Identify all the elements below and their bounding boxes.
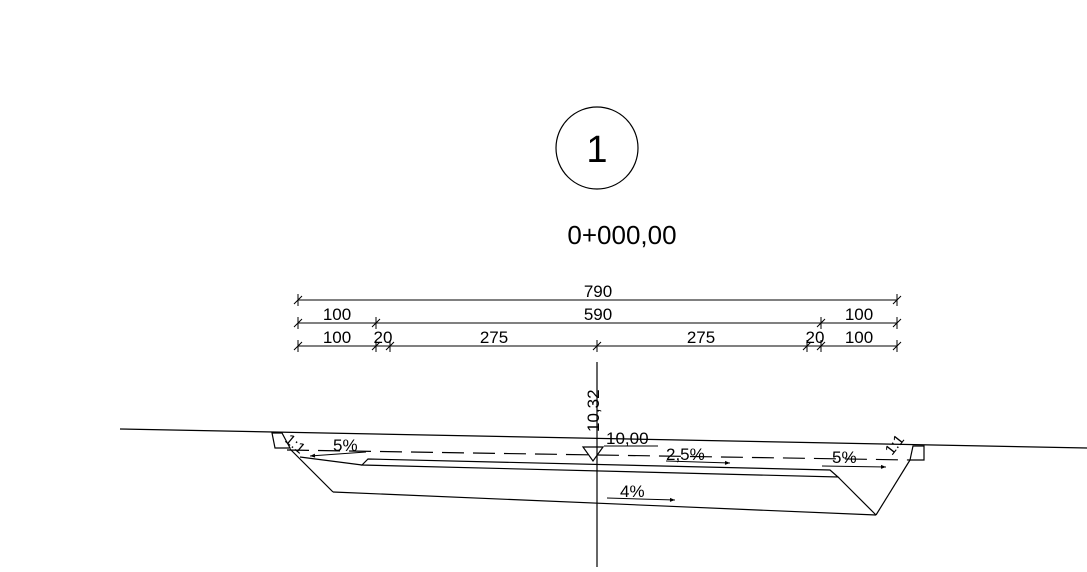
right-lane-slope-label: 2,5% <box>666 445 705 464</box>
dim-right-edge: 20 <box>806 328 825 347</box>
left-shoulder-edge <box>271 432 291 449</box>
subgrade-slope-label: 4% <box>620 482 645 501</box>
right-shoulder-edge <box>909 445 925 461</box>
dim-left-shoulder-row3: 100 <box>323 328 351 347</box>
dimension-chain: 790 100 590 100 100 20 275 275 20 100 <box>293 282 902 352</box>
section-circle <box>555 106 639 190</box>
dim-left-edge: 20 <box>374 328 393 347</box>
right-shoulder-slope-label: 5% <box>832 448 857 467</box>
section-number-marker: 1 <box>555 106 639 190</box>
elevation-triangle-icon <box>581 446 605 463</box>
left-embankment-slope <box>289 448 334 493</box>
dim-total-width: 790 <box>584 282 612 301</box>
left-shoulder-slope-label: 5% <box>333 436 358 455</box>
right-embankment-slope <box>875 459 911 516</box>
terrain-line <box>119 428 1087 449</box>
right-embankment-ratio: 1:1 <box>882 432 908 459</box>
section-number: 1 <box>586 129 607 171</box>
dim-right-lane: 275 <box>687 328 715 347</box>
axis-elevation-label: 10,00 <box>606 429 649 448</box>
station-label: 0+000,00 <box>567 220 676 250</box>
dim-right-shoulder-row3: 100 <box>845 328 873 347</box>
right-shoulder-slope-arrow <box>821 464 887 469</box>
left-shoulder-surface <box>299 456 363 466</box>
right-lane-slope-arrow <box>665 460 731 465</box>
pavement-layer <box>360 458 840 478</box>
dimension-ticks <box>293 294 902 352</box>
subgrade-line <box>332 491 877 516</box>
road-cross-section <box>271 432 925 516</box>
right-pavement-edge <box>837 476 877 516</box>
dim-left-shoulder-row2: 100 <box>323 305 351 324</box>
dim-carriageway: 590 <box>584 305 612 324</box>
subgrade-slope-arrow <box>606 497 676 502</box>
left-embankment-ratio: 1:1 <box>281 431 308 457</box>
dim-right-shoulder-row2: 100 <box>845 305 873 324</box>
design-grade-line <box>286 449 911 461</box>
dim-left-lane: 275 <box>480 328 508 347</box>
height-difference-label: 10,32 <box>584 389 603 432</box>
left-shoulder-slope-arrow <box>309 451 367 458</box>
